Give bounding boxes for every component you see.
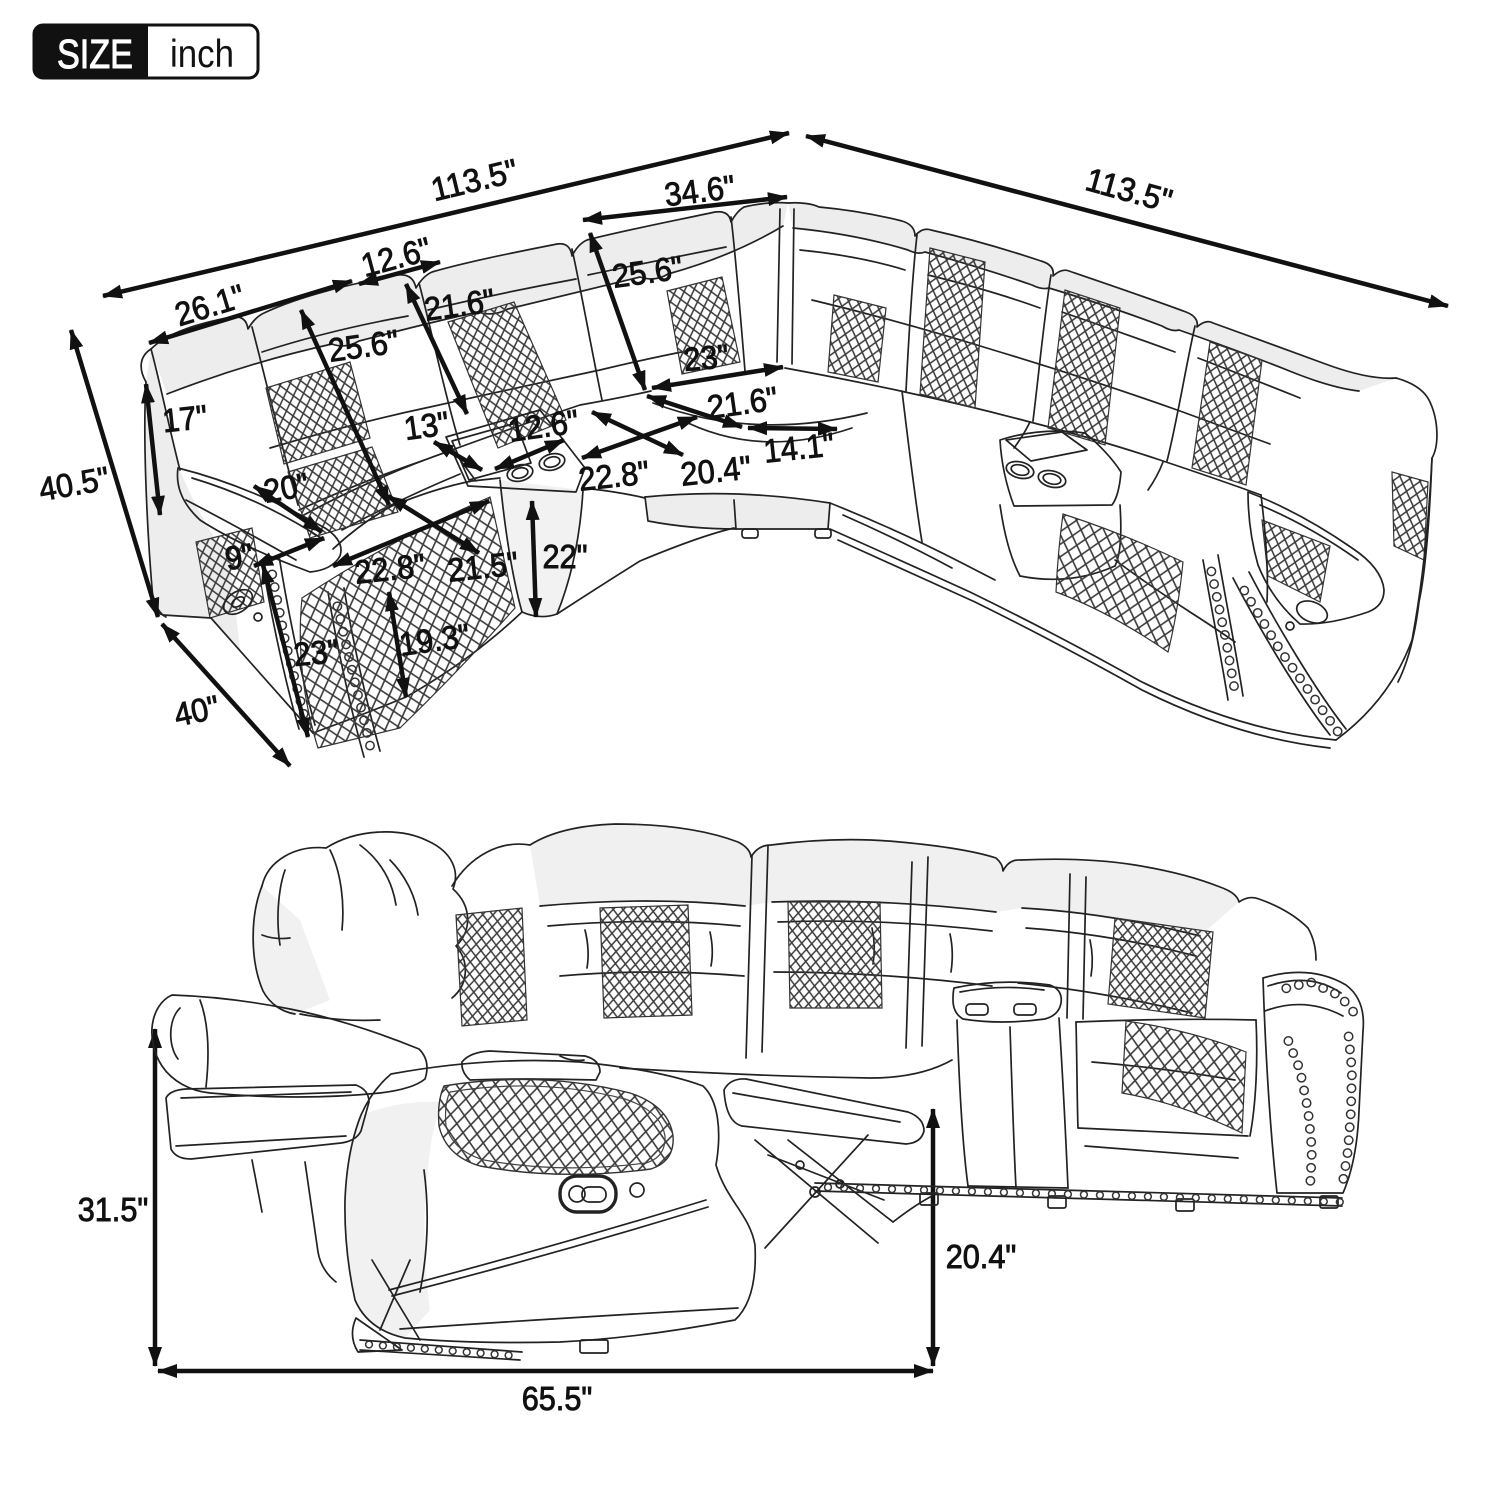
svg-text:20.4": 20.4" — [946, 1238, 1017, 1275]
svg-text:34.6": 34.6" — [662, 168, 737, 213]
svg-text:25.6": 25.6" — [610, 248, 685, 294]
svg-text:31.5": 31.5" — [78, 1191, 149, 1228]
svg-text:20": 20" — [261, 466, 312, 510]
svg-text:22.8": 22.8" — [577, 453, 651, 497]
svg-text:14.1": 14.1" — [762, 425, 836, 469]
svg-text:23": 23" — [292, 632, 340, 673]
svg-text:40": 40" — [171, 688, 223, 734]
svg-text:21.6": 21.6" — [422, 281, 497, 327]
svg-text:22.8": 22.8" — [353, 546, 427, 590]
svg-text:21.5": 21.5" — [446, 544, 520, 588]
svg-text:9": 9" — [222, 536, 256, 577]
svg-text:20.4": 20.4" — [679, 448, 753, 492]
svg-text:17": 17" — [160, 398, 209, 440]
svg-text:19.3": 19.3" — [397, 616, 472, 662]
svg-text:22": 22" — [543, 538, 588, 575]
svg-text:65.5": 65.5" — [522, 1380, 593, 1417]
svg-text:SIZE: SIZE — [57, 31, 133, 77]
svg-text:23": 23" — [682, 337, 730, 378]
svg-text:13": 13" — [402, 404, 452, 447]
svg-text:inch: inch — [170, 33, 234, 76]
